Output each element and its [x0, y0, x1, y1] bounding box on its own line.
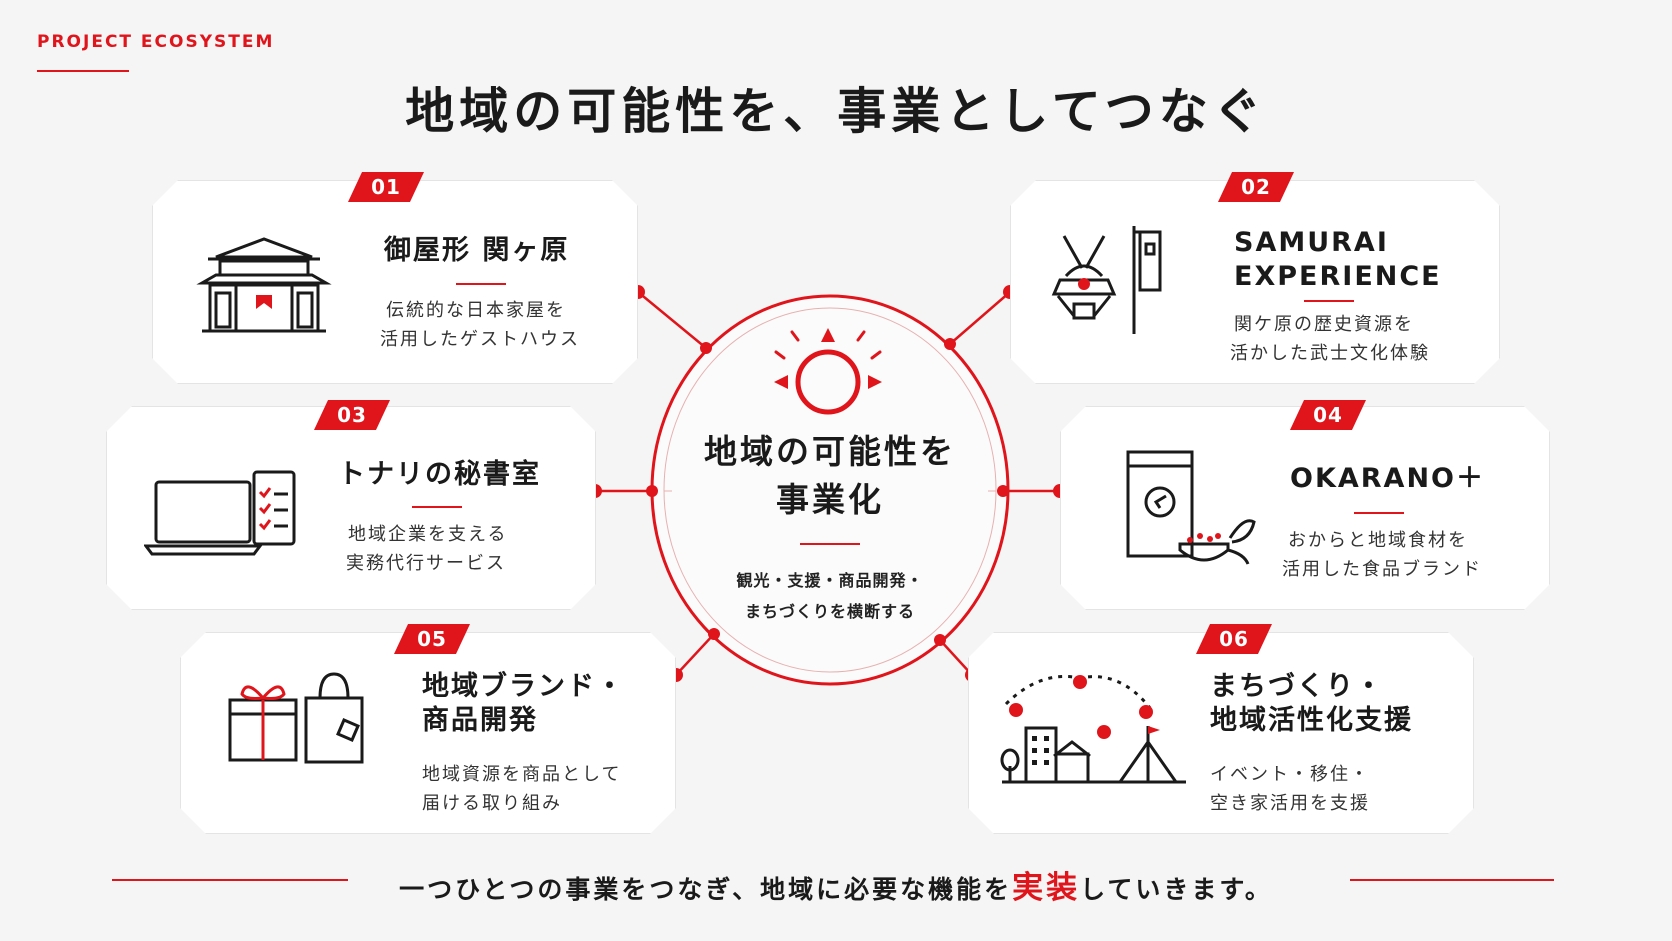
center-sub-line1: 観光・支援・商品開発・ [736, 571, 924, 590]
project-title-02: SAMURAI EXPERIENCE [1234, 226, 1442, 294]
center-title: 地域の可能性を 事業化 [680, 428, 980, 524]
project-desc-05-line1: 地域資源を商品として [422, 764, 622, 785]
center-divider [800, 543, 860, 545]
project-divider-03 [412, 506, 462, 508]
footer-line-right [1350, 879, 1554, 881]
center-sub-line2: まちづくりを横断する [744, 602, 915, 621]
project-divider-04 [1354, 512, 1404, 514]
node-06-inner [934, 634, 946, 646]
connector-06 [939, 639, 973, 676]
project-desc-01: 伝統的な日本家屋を 活用したゲストハウス [380, 296, 580, 354]
footer-line-left [112, 879, 348, 881]
japanese-house-icon [196, 237, 332, 333]
node-02-inner [944, 338, 956, 350]
center-subtitle: 観光・支援・商品開発・ まちづくりを横断する [700, 565, 960, 627]
project-desc-06: イベント・移住・ 空き家活用を支援 [1210, 760, 1370, 818]
compass-icon [774, 328, 882, 415]
footer-text-before: 一つひとつの事業をつなぎ、地域に必要な機能を [399, 875, 1013, 904]
laptop-checklist-icon [144, 470, 296, 556]
project-divider-01 [456, 283, 506, 285]
project-number-badge-04: 04 [1290, 400, 1366, 430]
project-card-04 [1060, 406, 1550, 610]
project-desc-06-line2: 空き家活用を支援 [1210, 793, 1370, 814]
node-05-inner [708, 628, 720, 640]
project-title-05-line1: 地域ブランド・ [422, 671, 625, 702]
center-circle-inner [663, 307, 997, 673]
gift-bag-icon [228, 672, 364, 764]
project-number-badge-01: 01 [348, 172, 424, 202]
node-01-inner [700, 342, 712, 354]
project-desc-05-line2: 届ける取り組み [422, 793, 562, 814]
project-desc-06-line1: イベント・移住・ [1210, 764, 1370, 785]
project-title-06-line1: まちづくり・ [1210, 671, 1384, 702]
project-title-05-line2: 商品開発 [422, 705, 538, 736]
project-card-06 [968, 632, 1474, 834]
project-title-06-line2: 地域活性化支援 [1210, 705, 1413, 736]
project-card-02 [1010, 180, 1500, 384]
project-desc-04-line1: おからと地域食材を [1288, 530, 1468, 551]
project-number-badge-02: 02 [1218, 172, 1294, 202]
connector-05 [675, 633, 715, 676]
footer-text-accent: 実装 [1012, 870, 1081, 906]
project-desc-03: 地域企業を支える 実務代行サービス [346, 520, 507, 578]
center-title-line2: 事業化 [776, 480, 884, 519]
project-card-03 [106, 406, 596, 610]
center-title-line1: 地域の可能性を [704, 432, 956, 471]
project-desc-02-line2: 活かした武士文化体験 [1230, 343, 1430, 364]
project-number-badge-03: 03 [314, 400, 390, 430]
project-title-06: まちづくり・ 地域活性化支援 [1210, 670, 1413, 738]
project-desc-02: 関ケ原の歴史資源を 活かした武士文化体験 [1230, 310, 1430, 368]
footer-text-after: していきます。 [1080, 875, 1273, 904]
food-package-icon [1126, 450, 1256, 565]
project-number-badge-05: 05 [394, 624, 470, 654]
project-desc-04-line2: 活用した食品ブランド [1282, 559, 1482, 580]
project-desc-02-line1: 関ケ原の歴史資源を [1234, 314, 1414, 335]
project-title-01: 御屋形 関ヶ原 [384, 235, 570, 266]
project-divider-02 [1304, 300, 1354, 302]
page-title: 地域の可能性を、事業としてつなぐ [405, 83, 1267, 140]
connector-01 [637, 291, 707, 349]
project-title-02-line2: EXPERIENCE [1234, 261, 1442, 292]
project-desc-03-line1: 地域企業を支える [348, 524, 508, 545]
project-desc-01-line2: 活用したゲストハウス [380, 329, 580, 350]
project-title-04: OKARANO＋ [1290, 463, 1486, 494]
eyebrow-label: PROJECT ECOSYSTEM [37, 32, 275, 52]
connector-02 [949, 291, 1011, 345]
node-03-inner [646, 485, 658, 497]
project-title-05: 地域ブランド・ 商品開発 [422, 670, 625, 738]
project-desc-05: 地域資源を商品として 届ける取り組み [422, 760, 621, 818]
project-desc-03-line2: 実務代行サービス [346, 553, 506, 574]
project-desc-01-line1: 伝統的な日本家屋を [386, 300, 566, 321]
project-title-02-line1: SAMURAI [1234, 227, 1389, 258]
node-04-inner [997, 485, 1009, 497]
project-desc-04: おからと地域食材を 活用した食品ブランド [1282, 526, 1482, 584]
project-title-03: トナリの秘書室 [338, 459, 541, 490]
samurai-helmet-icon [1051, 226, 1162, 334]
project-number-badge-06: 06 [1196, 624, 1272, 654]
town-icon [1000, 674, 1186, 784]
eyebrow-underline [37, 70, 129, 72]
footer-message: 一つひとつの事業をつなぎ、地域に必要な機能を実装していきます。 [0, 862, 1672, 907]
